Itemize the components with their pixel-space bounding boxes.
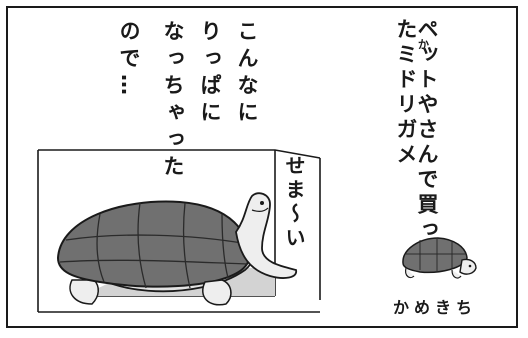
sound-effect-text: せま～い: [282, 155, 306, 251]
narration-line-4: ので…: [117, 20, 141, 101]
narration-line-1: こんなに: [235, 20, 259, 128]
turtle: [56, 192, 297, 306]
narration-line-2: りっぱに: [198, 20, 222, 128]
caption-ruby: か: [418, 38, 429, 51]
caption-text: ペットやさんで買ったミドリガメ: [394, 18, 439, 243]
author-signature: かめきち: [393, 298, 478, 317]
narration-line-3: なっちゃった: [161, 20, 185, 182]
small-turtle-icon: [402, 237, 477, 279]
